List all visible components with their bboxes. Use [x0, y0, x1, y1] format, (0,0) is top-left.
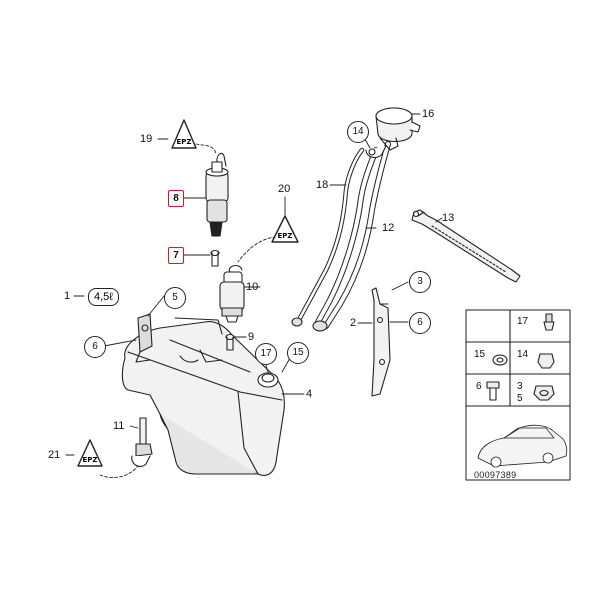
part-label-13: 13 — [442, 212, 455, 224]
capacity-badge: 4,5ℓ — [88, 288, 119, 306]
bracket-2 — [371, 287, 391, 397]
part-label-2: 2 — [350, 317, 357, 329]
level-sensor-11 — [131, 417, 153, 467]
ecu-symbol-icon-21 — [77, 439, 103, 467]
strap-13 — [411, 209, 521, 283]
washer-pump-10 — [219, 264, 245, 323]
part-callout-3: 3 — [409, 271, 431, 293]
hose-18 — [291, 147, 365, 327]
legend-label-15: 15 — [474, 349, 486, 360]
clamp-14 — [365, 145, 387, 159]
part-callout-8-highlighted[interactable]: 8 — [168, 190, 184, 207]
ecu-symbol-icon-20 — [271, 215, 299, 243]
filler-cap-16 — [375, 107, 421, 151]
legend-label-17: 17 — [517, 316, 529, 327]
catalog-id: 00097389 — [474, 470, 517, 480]
part-callout-15: 15 — [287, 342, 309, 364]
grommet-9 — [225, 333, 235, 351]
legend-panel — [465, 309, 571, 481]
ecu-symbol-icon-19 — [171, 119, 197, 149]
part-label-16: 16 — [422, 108, 435, 120]
ecu-symbol-text-20: EPZ — [278, 232, 293, 240]
left-bracket — [135, 313, 153, 363]
part-label-21: 21 — [48, 449, 61, 461]
part-callout-6-right: 6 — [409, 312, 431, 334]
ecu-symbol-text-21: EPZ — [83, 456, 98, 464]
part-label-12: 12 — [382, 222, 395, 234]
washer-pump-8 — [205, 152, 229, 237]
ecu-symbol-text-19: EPZ — [177, 138, 192, 146]
legend-label-3: 3 — [517, 381, 523, 392]
washer-fluid-reservoir — [121, 317, 285, 477]
part-label-20: 20 — [278, 183, 291, 195]
filler-neck-12 — [312, 141, 391, 332]
leader-lines — [65, 113, 443, 478]
part-label-19: 19 — [140, 133, 153, 145]
part-label-18: 18 — [316, 179, 329, 191]
grommet-7 — [210, 249, 220, 267]
part-label-1: 1 — [64, 290, 71, 302]
part-label-10: 10 — [246, 281, 259, 293]
part-callout-7-highlighted[interactable]: 7 — [168, 247, 184, 264]
legend-label-6: 6 — [476, 381, 482, 392]
legend-label-14: 14 — [517, 349, 529, 360]
part-callout-6-left: 6 — [84, 336, 106, 358]
part-callout-14: 14 — [347, 121, 369, 143]
part-callout-17: 17 — [255, 343, 277, 365]
part-label-11: 11 — [113, 420, 125, 432]
legend-label-5: 5 — [517, 393, 523, 404]
part-label-9: 9 — [248, 331, 255, 343]
part-label-4: 4 — [306, 388, 313, 400]
part-callout-5: 5 — [164, 287, 186, 309]
